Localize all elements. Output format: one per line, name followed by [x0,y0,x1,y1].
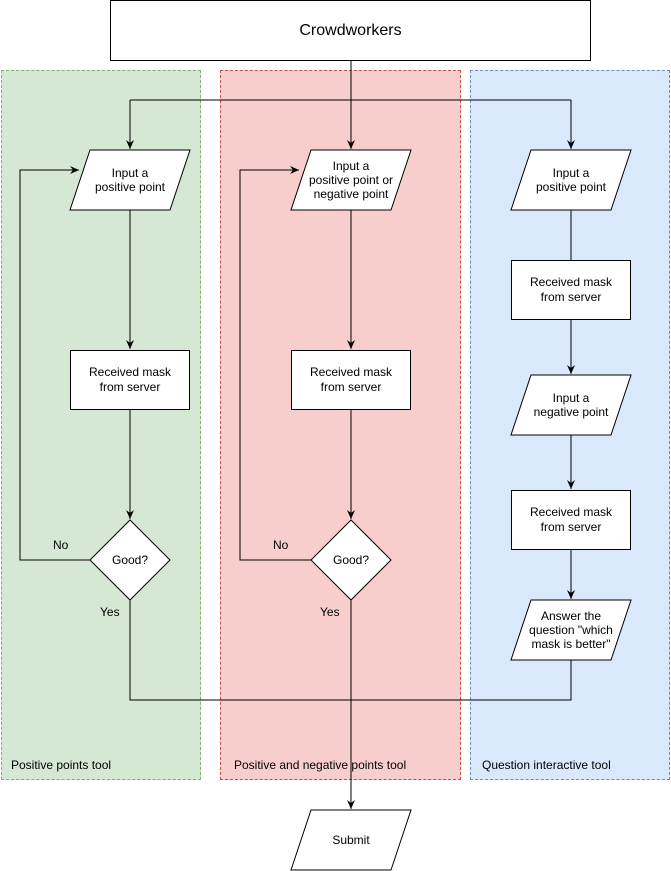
edge-q-answer-to-merge [351,660,572,701]
p2-input-shape [290,149,412,211]
q-input-pos-shape [510,149,632,211]
crowdworkers-box: Crowdworkers [110,0,591,61]
p2-yes-label: Yes [320,605,340,619]
p1-yes-label: Yes [100,605,120,619]
lane-label-question-interactive: Question interactive tool [482,758,611,772]
p1-input-shape [69,149,191,211]
p2-decision-shape [310,519,392,601]
q-input-neg-shape [510,374,632,436]
p1-mask-box: Received mask from server [70,350,190,410]
edge-p2-no-loop [239,166,311,561]
edge-p1-no-loop [19,166,91,561]
p1-decision-shape [89,519,171,601]
p2-mask-box: Received mask from server [291,350,411,410]
lane-label-positive-points: Positive points tool [11,758,112,772]
q-mask2-box: Received mask from server [511,490,631,550]
p2-no-label: No [273,538,289,552]
q-answer-shape [510,599,632,661]
lane-label-positive-negative-points: Positive and negative points tool [234,758,407,772]
q-mask1-box: Received mask from server [511,260,631,320]
submit-shape [290,809,412,871]
edge-p1-yes [129,600,351,701]
p1-no-label: No [53,538,69,552]
